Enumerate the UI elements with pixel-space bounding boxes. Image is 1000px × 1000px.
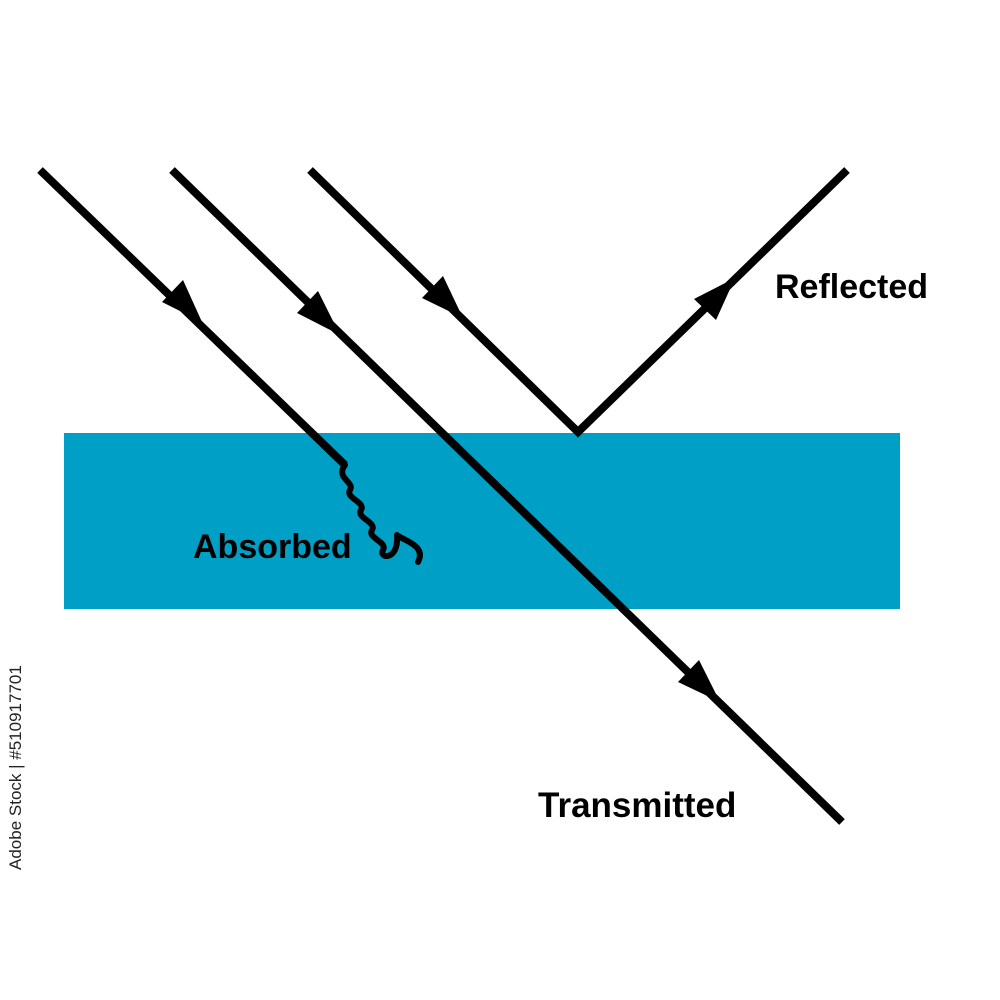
reflected-ray <box>307 167 850 438</box>
absorbed-ray-arrow-icon <box>162 280 202 322</box>
transmitted-ray <box>169 167 845 825</box>
reflected-label: Reflected <box>775 268 929 306</box>
transmitted-label: Transmitted <box>538 786 737 825</box>
transmitted-ray-out-arrow-icon <box>678 660 720 702</box>
reflected-ray-out-arrow-icon <box>694 278 735 320</box>
transmitted-ray-in-arrow-icon <box>297 291 340 335</box>
stock-id-watermark: Adobe Stock | #510917701 <box>6 665 25 870</box>
medium-block <box>64 433 900 609</box>
absorbed-ray <box>37 167 423 565</box>
absorbed-label: Absorbed <box>193 528 352 566</box>
absorbed-wave-icon <box>339 462 423 565</box>
reflected-ray-in-arrow-icon <box>422 276 463 318</box>
